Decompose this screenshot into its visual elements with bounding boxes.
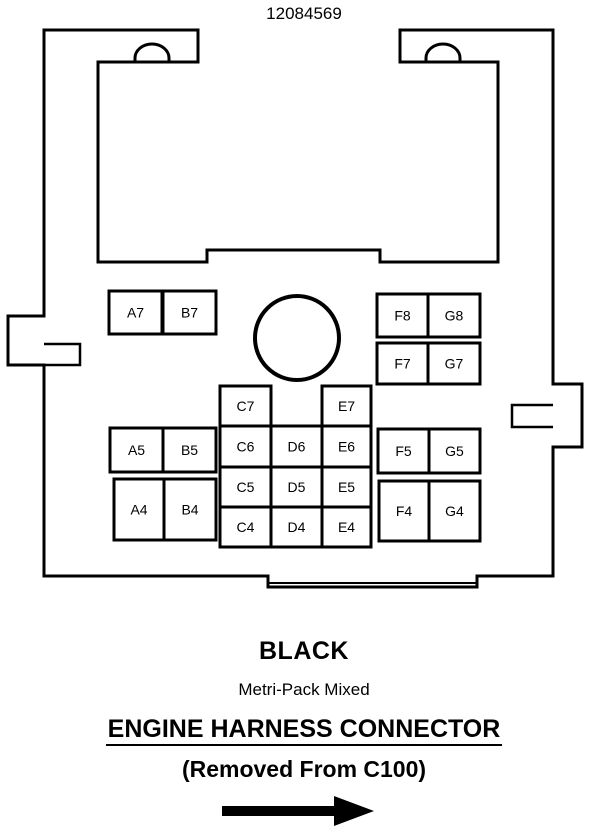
pin-label-f4: F4 (396, 503, 413, 519)
pin-label-a7: A7 (127, 305, 144, 321)
connector-outline (6, 28, 584, 589)
pin-label-b5: B5 (181, 442, 198, 458)
pin-label-f5: F5 (395, 443, 412, 459)
part-number: 12084569 (266, 4, 342, 23)
pin-label-b7: B7 (181, 305, 198, 321)
pin-label-d4: D4 (288, 519, 306, 535)
pin-cavity-b4 (162, 477, 218, 542)
right-side-tab (510, 403, 553, 429)
pin-cavity-f5 (376, 427, 431, 475)
bottom-key (267, 576, 477, 584)
pin-cavity-g7 (426, 341, 482, 386)
pin-label-f8: F8 (394, 308, 411, 324)
guide-post-hole (253, 294, 341, 382)
pin-label-g7: G7 (445, 356, 464, 372)
left-latch-notch (133, 42, 171, 62)
pin-label-e6: E6 (338, 439, 355, 455)
connector-color: BLACK (259, 637, 349, 665)
pin-label-e5: E5 (338, 479, 355, 495)
pin-cavity-f7 (375, 341, 430, 386)
connector-name: ENGINE HARNESS CONNECTOR (0, 715, 608, 746)
pin-cavity-c7 (218, 384, 273, 428)
pin-cavity-c4 (218, 505, 273, 549)
pin-label-c7: C7 (237, 398, 255, 414)
pin-label-c4: C4 (237, 519, 255, 535)
connector-note: (Removed From C100) (181, 756, 427, 782)
connector-type: Metri-Pack Mixed (238, 680, 370, 699)
pin-label-c6: C6 (237, 439, 255, 455)
pin-cavity-g5 (427, 427, 482, 475)
left-side-tab (44, 342, 82, 367)
pin-label-e7: E7 (338, 398, 355, 414)
pin-cavity-g8 (426, 292, 482, 339)
pin-label-c5: C5 (237, 479, 255, 495)
pin-label-e4: E4 (338, 519, 355, 535)
connector-name-text: ENGINE HARNESS CONNECTOR (105, 715, 503, 746)
pin-label-g5: G5 (445, 443, 464, 459)
pin-cavity-d4 (269, 505, 324, 549)
pin-label-a5: A5 (128, 442, 145, 458)
pin-cavity-g4 (427, 479, 482, 543)
pin-label-f7: F7 (394, 356, 411, 372)
pin-cavity-f4 (377, 479, 431, 543)
pin-label-b4: B4 (181, 502, 198, 518)
pin-cavity-b7 (161, 289, 218, 336)
pin-cavity-e6 (320, 424, 373, 469)
pin-label-d5: D5 (288, 479, 306, 495)
pin-cavity-e5 (320, 465, 373, 509)
pin-label-d6: D6 (288, 439, 306, 455)
pin-label-g8: G8 (445, 308, 464, 324)
right-latch-notch (424, 42, 462, 62)
pin-label-g4: G4 (445, 503, 464, 519)
pin-cavity-c5 (218, 465, 273, 509)
pin-cavity-e4 (320, 505, 373, 549)
pin-cavity-b5 (161, 426, 218, 474)
pin-label-a4: A4 (130, 502, 147, 518)
